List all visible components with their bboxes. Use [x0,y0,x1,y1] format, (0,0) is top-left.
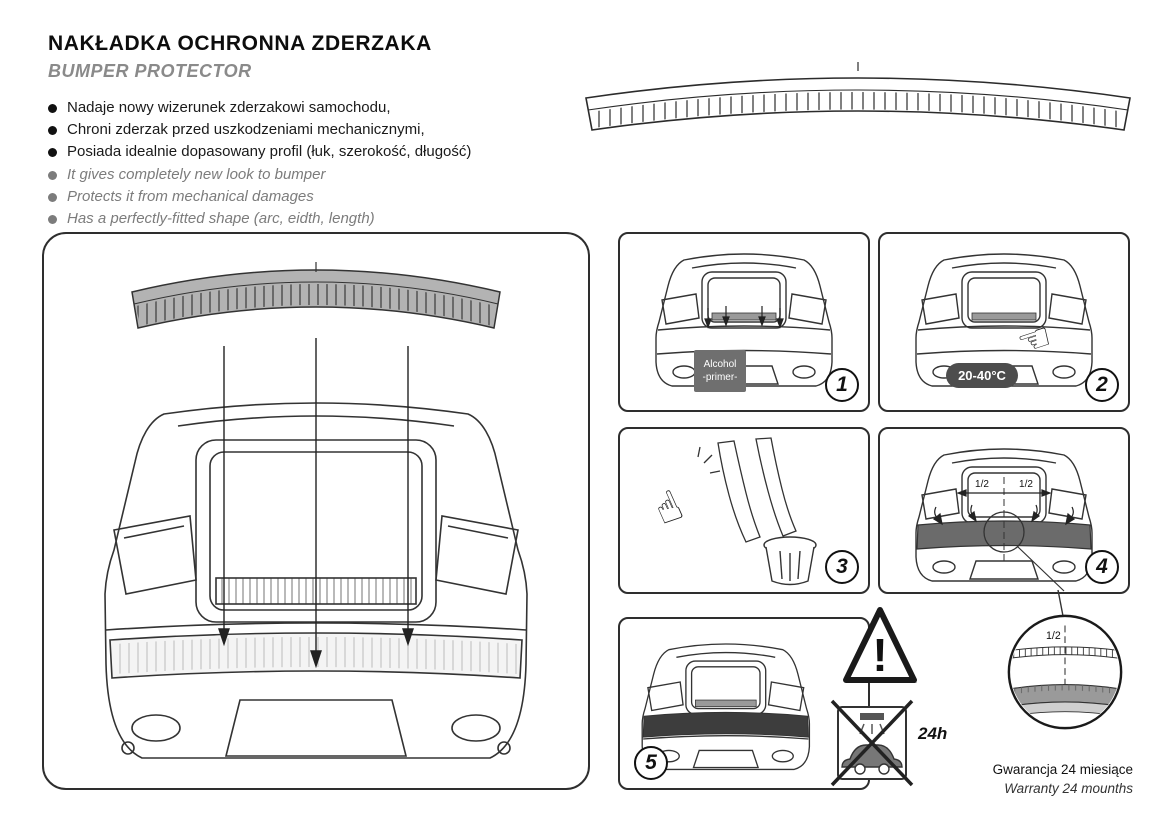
feature-text: It gives completely new look to bumper [67,166,326,183]
overview-panel [42,232,590,790]
feature-item: Has a perfectly-fitted shape (arc, eidth… [48,208,375,230]
feature-text: Protects it from mechanical damages [67,188,314,205]
feature-item: Nadaje nowy wizerunek zderzakowi samocho… [48,97,471,119]
temperature-label: 20-40°C [946,363,1018,388]
feature-text: Chroni zderzak przed uszkodzeniami mecha… [67,121,425,138]
feature-item: Posiada idealnie dopasowany profil (łuk,… [48,141,471,163]
feature-text: Has a perfectly-fitted shape (arc, eidth… [67,210,375,227]
alcohol-primer-line2: -primer- [702,372,738,383]
half-label: 1/2 [1046,630,1061,642]
warning-triangle-icon: ! [843,607,917,683]
step2-temperature-illustration: ☜ [915,253,1093,387]
no-wash-duration-label: 24h [918,724,948,743]
step-number-4: 4 [1085,550,1119,584]
half-width-detail-view: 1/2 [1007,614,1123,730]
detail-source-circle [983,511,1025,553]
clip-arrows [932,504,1076,526]
feature-text: Nadaje nowy wizerunek zderzakowi samocho… [67,99,391,116]
exclamation-mark: ! [872,629,887,681]
step-3-panel: ☝ 3 [618,427,870,594]
feature-item: It gives completely new look to bumper [48,164,375,186]
feature-item: Protects it from mechanical damages [48,186,375,208]
page-subtitle: BUMPER PROTECTOR [48,61,252,81]
half-right-label: 1/2 [1019,479,1033,490]
step4-centering-illustration: 1/2 1/2 [915,448,1093,592]
bullet-icon [48,125,57,135]
bullet-icon [48,147,57,157]
detail-connector-line [1057,589,1064,617]
overview-illustration [104,262,528,759]
installed-protector-band [642,711,809,738]
detail-leader-line [1017,546,1065,592]
trash-can-icon [763,536,817,586]
warranty-note: Gwarancja 24 miesiące Warranty 24 mounth… [993,760,1133,798]
page-title: NAKŁADKA OCHRONNA ZDERZAKA [48,32,432,55]
bumper-protector-strip [131,262,501,329]
hand-icon: ☝ [647,480,690,535]
warranty-en: Warranty 24 mounths [1004,781,1133,796]
features-list-en: It gives completely new look to bumper P… [48,164,375,230]
features-list-pl: Nadaje nowy wizerunek zderzakowi samocho… [48,97,471,163]
step-number-1: 1 [825,368,859,402]
half-left-label: 1/2 [975,479,989,490]
step-number-3: 3 [825,550,859,584]
alcohol-primer-label: Alcohol -primer- [694,350,746,392]
step-number-2: 2 [1085,368,1119,402]
warranty-pl: Gwarancja 24 miesiące [992,762,1133,777]
step-1-panel: Alcohol -primer- 1 [618,232,870,412]
step-5-panel: 5 [618,617,870,790]
bullet-icon [48,103,57,113]
bullet-icon [48,214,57,224]
no-carwash-icon [830,699,914,787]
bullet-icon [48,170,57,180]
alignment-arrows [218,338,414,669]
step3-peel-liner-illustration: ☝ [647,437,817,586]
feature-item: Chroni zderzak przed uszkodzeniami mecha… [48,119,471,141]
cleaning-spot-arrows [704,306,784,329]
half-width-arrows [956,489,1052,497]
step-4-panel: 1/2 1/2 4 [878,427,1130,594]
feature-text: Posiada idealnie dopasowany profil (łuk,… [67,143,472,160]
spark-lines [697,446,721,474]
step-2-panel: ☜ 20-40°C 2 [878,232,1130,412]
protector-strip-illustration [585,62,1131,131]
bullet-icon [48,192,57,202]
step-number-5: 5 [634,746,668,780]
alcohol-primer-line1: Alcohol [703,359,737,370]
step5-finished-illustration [641,643,811,771]
